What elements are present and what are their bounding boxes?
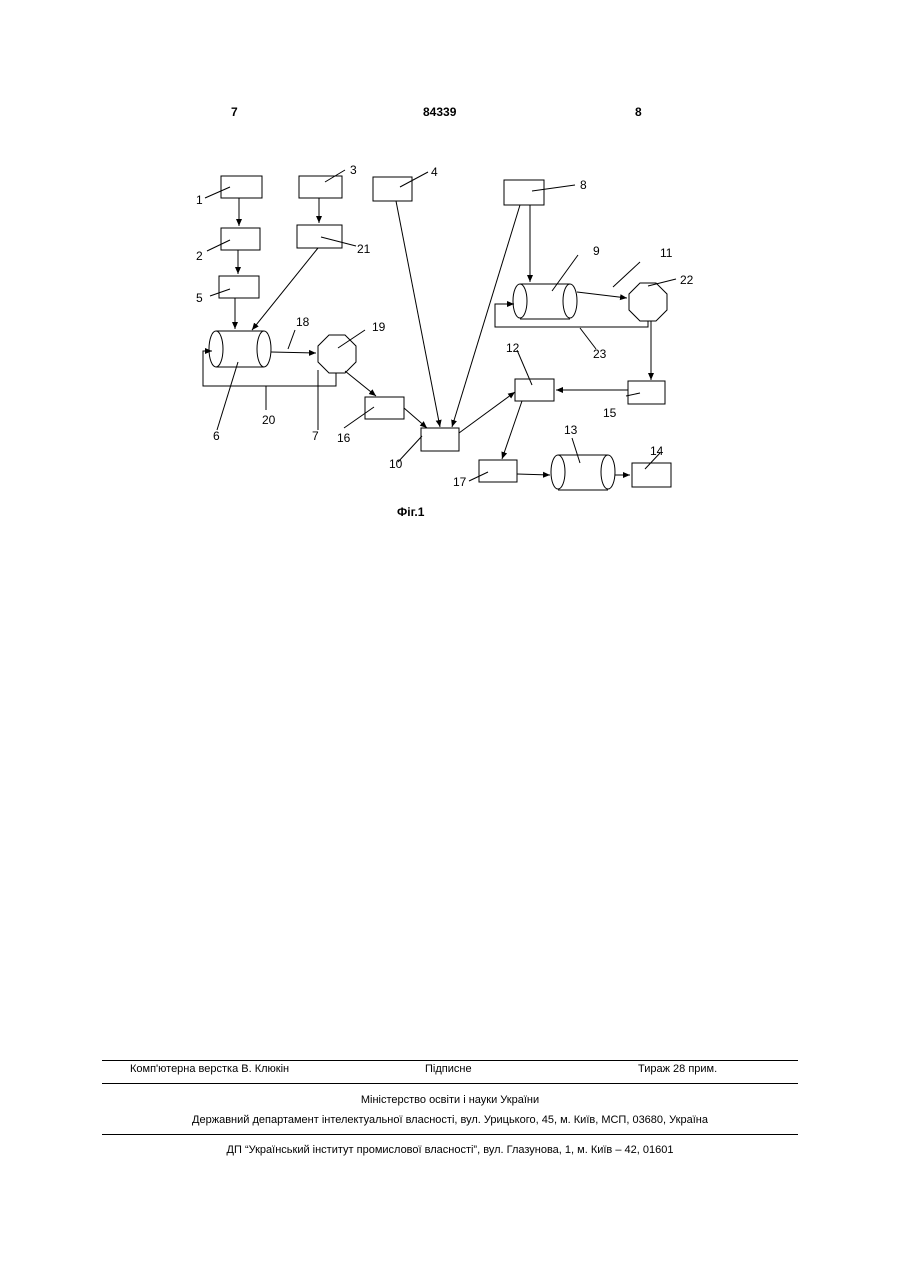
label-13: 13 [564, 423, 578, 437]
block-5 [219, 276, 259, 298]
footer-rule-top [102, 1060, 798, 1061]
label-1: 1 [196, 193, 203, 207]
label-12: 12 [506, 341, 520, 355]
layout-credit: Комп'ютерна верстка В. Клюкін [130, 1063, 289, 1075]
institute-line: ДП “Український інститут промислової вла… [102, 1144, 798, 1156]
label-19: 19 [372, 320, 386, 334]
label-2: 2 [196, 249, 203, 263]
ministry-line: Міністерство освіти і науки України [102, 1094, 798, 1106]
block-2 [221, 228, 260, 250]
label-16: 16 [337, 431, 351, 445]
block-1 [221, 176, 262, 198]
block-3 [299, 176, 342, 198]
footer-rule-bottom [102, 1134, 798, 1135]
department-line: Державний департамент інтелектуальної вл… [102, 1114, 798, 1126]
signed-note: Підписне [425, 1063, 472, 1075]
label-21: 21 [357, 242, 371, 256]
drum-9 [513, 284, 577, 319]
label-14: 14 [650, 444, 664, 458]
block-8 [504, 180, 544, 205]
block-10 [421, 428, 459, 451]
label-10: 10 [389, 457, 403, 471]
label-18: 18 [296, 315, 310, 329]
label-23: 23 [593, 347, 607, 361]
block-14 [632, 463, 671, 487]
circulation-note: Тираж 28 прим. [638, 1063, 717, 1075]
block-15 [628, 381, 665, 404]
label-5: 5 [196, 291, 203, 305]
label-11: 11 [660, 246, 673, 260]
label-4: 4 [431, 165, 438, 179]
label-17: 17 [453, 475, 467, 489]
separator-19 [318, 335, 356, 373]
label-7: 7 [312, 429, 319, 443]
block-21 [297, 225, 342, 248]
label-20: 20 [262, 413, 276, 427]
footer-rule-middle [102, 1083, 798, 1084]
block-4 [373, 177, 412, 201]
label-3: 3 [350, 163, 357, 177]
block-16 [365, 397, 404, 419]
drum-13 [551, 455, 615, 490]
figure-caption: Фіг.1 [397, 505, 424, 519]
drum-6 [209, 331, 271, 367]
block-12 [515, 379, 554, 401]
label-22: 22 [680, 273, 694, 287]
process-diagram: 1 2 3 4 5 6 7 8 9 10 11 12 13 14 15 16 1… [0, 0, 901, 540]
label-6: 6 [213, 429, 220, 443]
block-17 [479, 460, 517, 482]
label-15: 15 [603, 406, 617, 420]
separator-22 [629, 283, 667, 321]
label-9: 9 [593, 244, 600, 258]
label-8: 8 [580, 178, 587, 192]
